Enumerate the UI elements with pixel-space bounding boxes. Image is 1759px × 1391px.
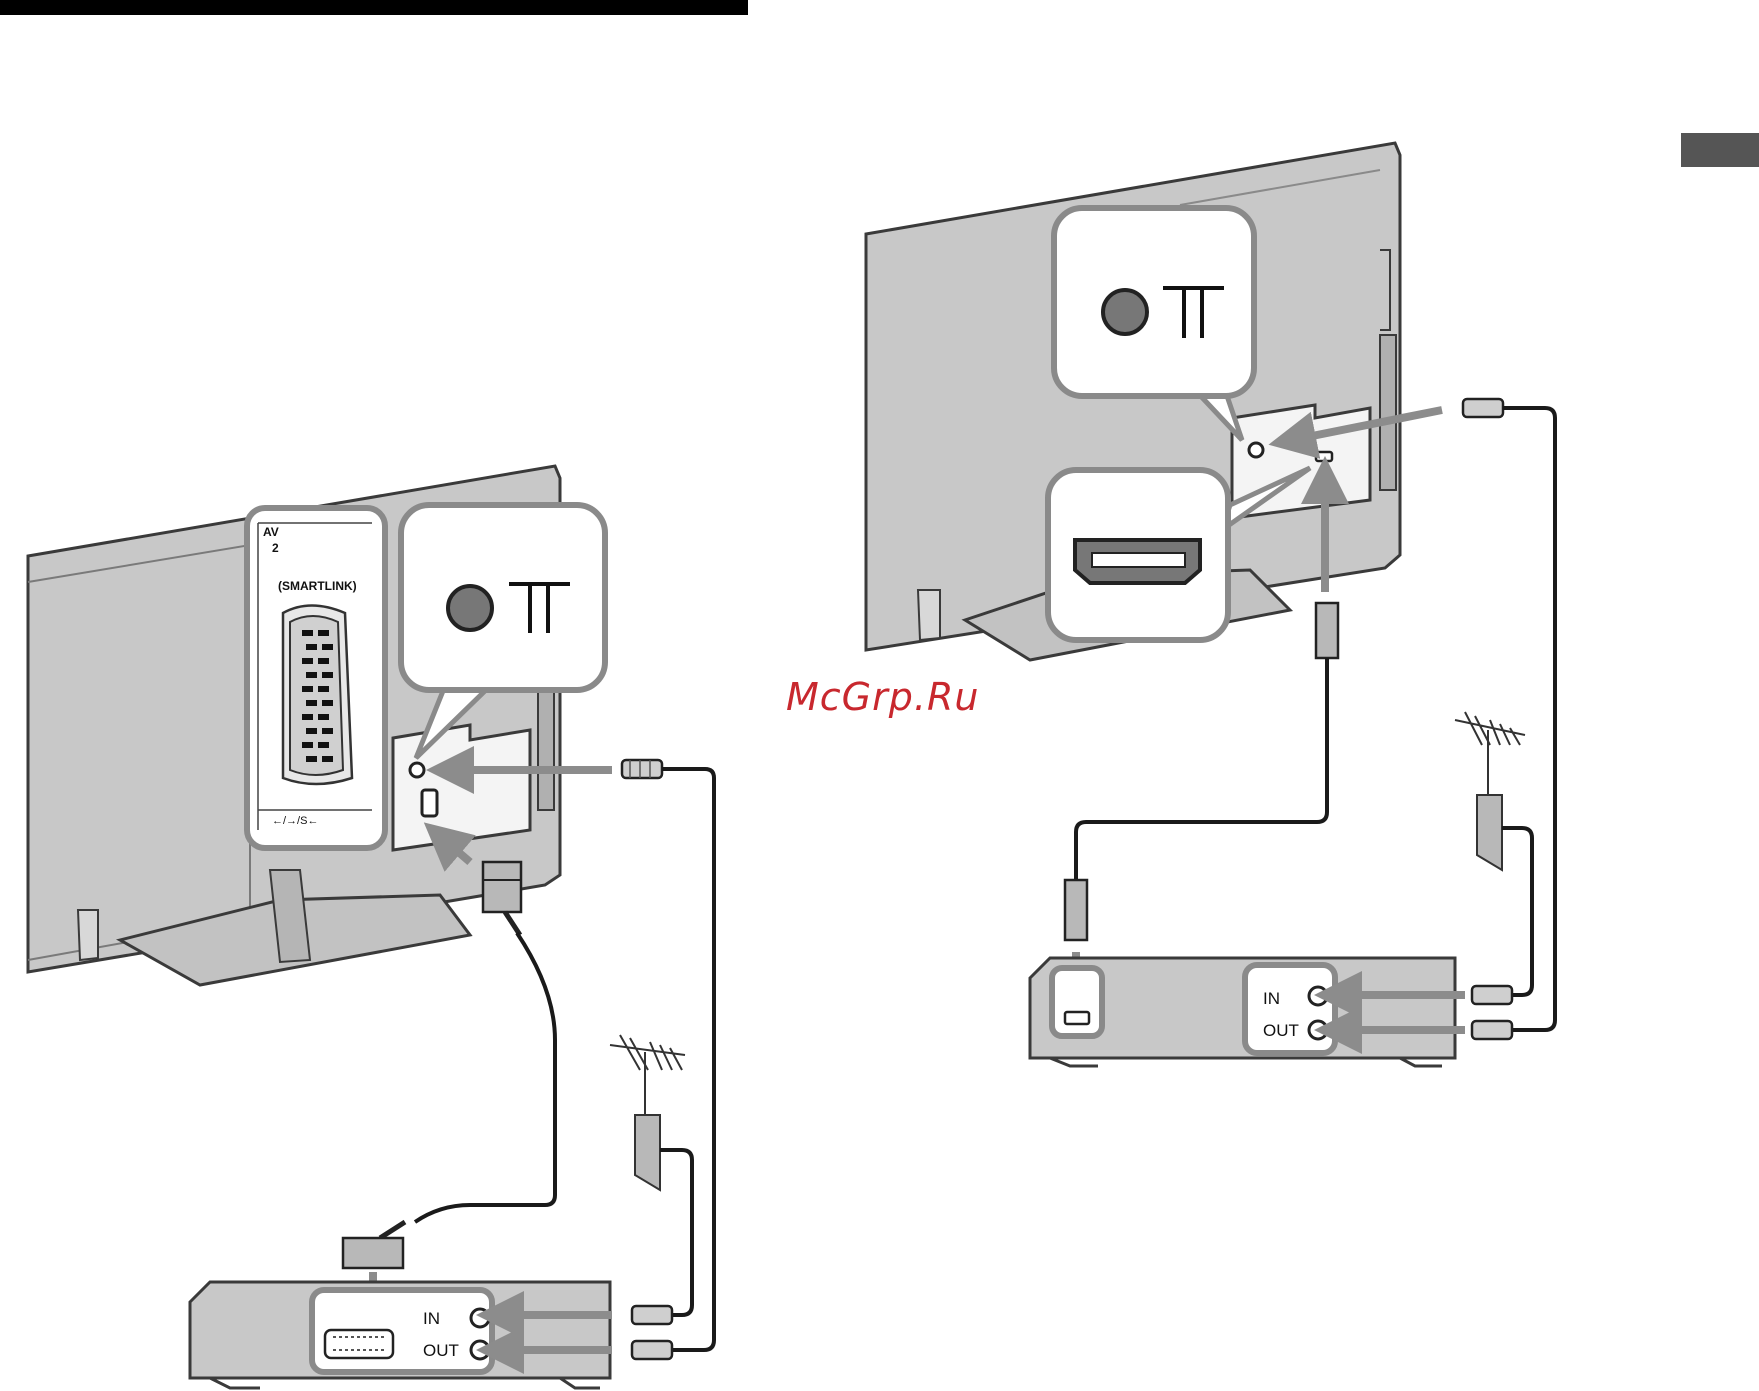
left-diagram: AV 2 (SMARTLINK) ←/→/S← (28, 466, 714, 1388)
scart-pin (322, 644, 333, 650)
left-recorder-in-socket (471, 1309, 489, 1327)
left-scart-socket-small (422, 790, 437, 816)
scart-pin (306, 728, 317, 734)
right-coax-cable-tv (1503, 408, 1555, 1030)
antenna-socket-icon (448, 586, 492, 630)
right-antenna-socket-icon (1103, 290, 1147, 334)
left-coax-cable-tv (662, 769, 714, 1350)
watermark: McGrp.Ru (786, 675, 979, 719)
scart-pin (322, 756, 333, 762)
left-scart-plug-top (483, 862, 521, 935)
right-recorder-out-socket (1309, 1021, 1327, 1039)
right-recorder: IN OUT (1030, 958, 1455, 1066)
right-aerial-icon (1455, 712, 1525, 870)
right-coax-cable-aerial (1502, 828, 1532, 995)
scart-pin (306, 644, 317, 650)
header-bar (0, 0, 748, 15)
scart-pin (318, 686, 329, 692)
left-coax-plug-in (632, 1306, 672, 1324)
left-coax-plug-top (622, 760, 662, 778)
right-hdmi-plug-top (1316, 603, 1338, 658)
right-hdmi-socket-small (1316, 452, 1332, 461)
scart-pin (302, 658, 313, 664)
section-tab (1681, 133, 1759, 167)
scart-pin (322, 672, 333, 678)
smartlink-label: (SMARTLINK) (278, 579, 357, 593)
av-label: AV (263, 525, 279, 539)
scart-pin (306, 700, 317, 706)
left-recorder-out-socket (471, 1341, 489, 1359)
scart-pin (318, 714, 329, 720)
scart-pin (302, 742, 313, 748)
right-coax-plug-in (1472, 986, 1512, 1004)
left-coax-cable-aerial (660, 1150, 692, 1315)
left-recorder: IN OUT (190, 1282, 610, 1388)
right-hdmi-plug-bottom (1065, 880, 1087, 940)
scart-footer-label: ←/→/S← (272, 815, 318, 827)
scart-pin (318, 658, 329, 664)
recorder-scart-socket (325, 1330, 393, 1358)
scart-pin (302, 714, 313, 720)
scart-pin (306, 756, 317, 762)
right-recorder-hdmi-socket (1065, 1012, 1089, 1024)
scart-pin (306, 672, 317, 678)
left-aerial-icon (610, 1035, 685, 1190)
scart-pin (322, 700, 333, 706)
scart-pin (318, 742, 329, 748)
scart-connector-icon (283, 606, 352, 785)
scart-pin (302, 686, 313, 692)
left-recorder-out-label: OUT (423, 1341, 459, 1360)
scart-pin (322, 728, 333, 734)
right-coax-plug-out (1472, 1021, 1512, 1039)
left-coax-plug-out (632, 1341, 672, 1359)
right-diagram: IN OUT (866, 143, 1555, 1066)
av-number: 2 (272, 541, 279, 555)
right-hdmi-cable (1076, 658, 1327, 880)
scart-callout: AV 2 (SMARTLINK) ←/→/S← (247, 508, 385, 848)
left-recorder-in-label: IN (423, 1309, 440, 1328)
right-coax-plug-top (1463, 399, 1503, 417)
right-recorder-out-label: OUT (1263, 1021, 1299, 1040)
right-recorder-in-label: IN (1263, 989, 1280, 1008)
right-recorder-in-socket (1309, 987, 1327, 1005)
left-scart-plug-bottom (343, 1222, 405, 1268)
left-scart-cable (415, 933, 555, 1222)
scart-pin (318, 630, 329, 636)
scart-pin (302, 630, 313, 636)
right-antenna-socket-small (1249, 443, 1263, 457)
left-antenna-socket-small (410, 763, 424, 777)
